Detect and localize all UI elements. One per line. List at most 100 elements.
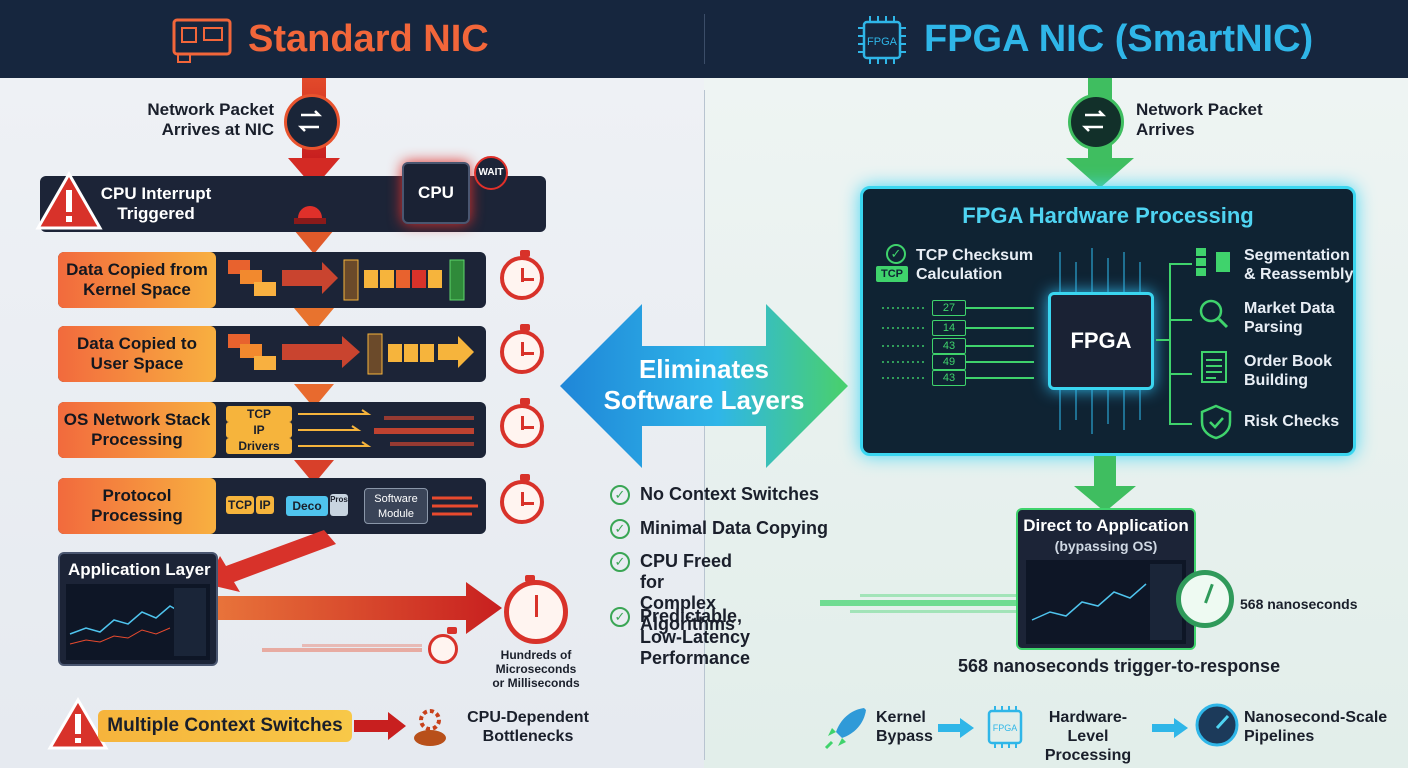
- protocol-streaks: [432, 496, 478, 516]
- software-module-box: Software Module: [364, 488, 428, 524]
- fpga-panel-title: FPGA Hardware Processing: [962, 203, 1254, 228]
- timer-ns-label: 568 nanoseconds: [1240, 596, 1358, 612]
- input-line: [966, 377, 1034, 379]
- cpu-chip: CPU: [402, 162, 470, 224]
- cpu-interrupt-label: CPU Interrupt Triggered: [100, 184, 212, 223]
- checksum-label: TCP Checksum Calculation: [916, 247, 1034, 283]
- direct-app-panel: Direct to Application (bypassing OS): [1016, 508, 1196, 650]
- eliminates-double-arrow: [560, 304, 848, 468]
- step-kernel-copy: Data Copied from Kernel Space: [58, 252, 216, 308]
- order-book-label: Order Book Building: [1244, 353, 1333, 389]
- latency-streaks: [262, 644, 422, 652]
- bypass-label: (bypassing OS): [1054, 538, 1158, 554]
- user-copy-diagram: [228, 333, 474, 375]
- right-packet-arrow-icon: [1081, 110, 1107, 132]
- standard-nic-title: Standard NIC: [248, 18, 489, 60]
- tag-protocol-tcp: TCP: [226, 496, 254, 514]
- large-timer-icon: [504, 575, 568, 644]
- application-layer-label: Application Layer: [68, 560, 211, 579]
- app-latency-arrow: [218, 582, 502, 634]
- market-data-label: Market Data Parsing: [1244, 300, 1335, 336]
- kernel-bypass-label: Kernel Bypass: [876, 709, 933, 745]
- input-value-chip: 49: [932, 354, 966, 370]
- input-value-chip: 43: [932, 370, 966, 386]
- right-packet-icon: [1068, 94, 1124, 150]
- input-line: [966, 307, 1034, 309]
- order-book-icon: [1201, 351, 1227, 383]
- packet-arrow-icon: [297, 110, 323, 132]
- trigger-response-label: 568 nanoseconds trigger-to-response: [958, 656, 1281, 676]
- protocol-timer-icon: [500, 474, 544, 524]
- tag-decode: Deco: [286, 496, 328, 516]
- packet-icon: [284, 94, 340, 150]
- user-timer-icon: [500, 324, 544, 374]
- tag-protocol-ip: IP: [256, 496, 274, 514]
- tag-drivers: Drivers: [226, 438, 292, 454]
- fpga-traces: [1059, 248, 1141, 434]
- input-value-chip: 27: [932, 300, 966, 316]
- trading-screen-graphic: [66, 584, 210, 660]
- fpga-chip: FPGA: [1048, 292, 1154, 390]
- segmentation-icon: [1196, 248, 1230, 276]
- right-trading-screen: [1026, 560, 1186, 644]
- shield-icon: [1200, 404, 1232, 440]
- function-connectors: [1156, 263, 1192, 425]
- nanosecond-pipelines-label: Nanosecond-Scale Pipelines: [1244, 709, 1388, 745]
- siren-icon: [294, 206, 326, 224]
- kernel-timer-icon: [500, 250, 544, 300]
- fpga-chip-icon-text: FPGA: [867, 36, 898, 48]
- input-dots: [882, 307, 926, 379]
- right-down-arrow: [1074, 456, 1136, 512]
- step-os-stack: OS Network Stack Processing: [58, 402, 216, 458]
- check-icon: ✓: [610, 552, 630, 572]
- gear-turtle-icon: [414, 709, 446, 746]
- input-value-chip: 43: [932, 338, 966, 354]
- rocket-icon: [824, 708, 866, 750]
- check-icon: ✓: [610, 519, 630, 539]
- nic-card-icon: [172, 18, 232, 63]
- direct-app-label: Direct to Application: [1023, 516, 1189, 535]
- latency-label: Hundreds of Microseconds or Milliseconds: [492, 648, 580, 690]
- input-line: [966, 327, 1034, 329]
- tag-process: Pros: [330, 494, 348, 516]
- curved-arrow-to-app: [206, 530, 336, 592]
- tcp-tag: TCP: [876, 266, 908, 282]
- risk-checks-label: Risk Checks: [1244, 413, 1340, 430]
- bottom-arrow-2: [1152, 718, 1188, 738]
- input-line: [966, 361, 1034, 363]
- bottleneck-label: CPU-Dependent Bottlenecks: [467, 709, 589, 745]
- context-warning-icon: [47, 697, 109, 750]
- header-divider: [704, 14, 705, 64]
- warning-icon: [35, 170, 103, 230]
- wait-badge: WAIT: [474, 156, 508, 190]
- application-layer-panel: Application Layer: [58, 552, 218, 666]
- fpga-chip-icon: FPGA: [858, 16, 906, 64]
- os-timer-icon: [500, 398, 544, 448]
- check-icon: ✓: [610, 485, 630, 505]
- header-bar: Standard NIC FPGA FPGA NIC (SmartNIC): [0, 0, 1408, 78]
- bottom-arrow-1: [938, 718, 974, 738]
- step-protocol: Protocol Processing: [58, 478, 216, 534]
- eliminates-banner-text: Eliminates Software Layers: [603, 354, 805, 415]
- fast-timer-icon: [1176, 570, 1234, 628]
- right-packet-label: Network Packet Arrives: [1136, 100, 1263, 139]
- packet-arrives-label: Network Packet Arrives at NIC: [147, 100, 274, 139]
- segmentation-label: Segmentation & Reassembly: [1244, 247, 1354, 283]
- tag-tcp: TCP: [226, 406, 292, 422]
- checksum-check-icon: ✓: [886, 244, 906, 264]
- tag-ip: IP: [226, 422, 292, 438]
- hardware-fpga-icon: FPGA: [987, 706, 1023, 748]
- hardware-processing-label: Hardware-Level Processing: [1044, 709, 1132, 764]
- hardware-fpga-icon-text: FPGA: [993, 723, 1018, 733]
- green-speed-streaks: [820, 594, 1016, 613]
- context-arrow: [354, 712, 406, 740]
- fpga-nic-title: FPGA NIC (SmartNIC): [924, 18, 1314, 60]
- kernel-copy-diagram: [228, 259, 465, 301]
- speedometer-icon: [1195, 703, 1239, 747]
- step-user-copy: Data Copied to User Space: [58, 326, 216, 382]
- input-line: [966, 345, 1034, 347]
- input-value-chip: 14: [932, 320, 966, 336]
- context-switches-label: Multiple Context Switches: [98, 710, 352, 742]
- os-stack-streaks: [298, 409, 474, 447]
- magnifier-chart-icon: [1199, 299, 1229, 329]
